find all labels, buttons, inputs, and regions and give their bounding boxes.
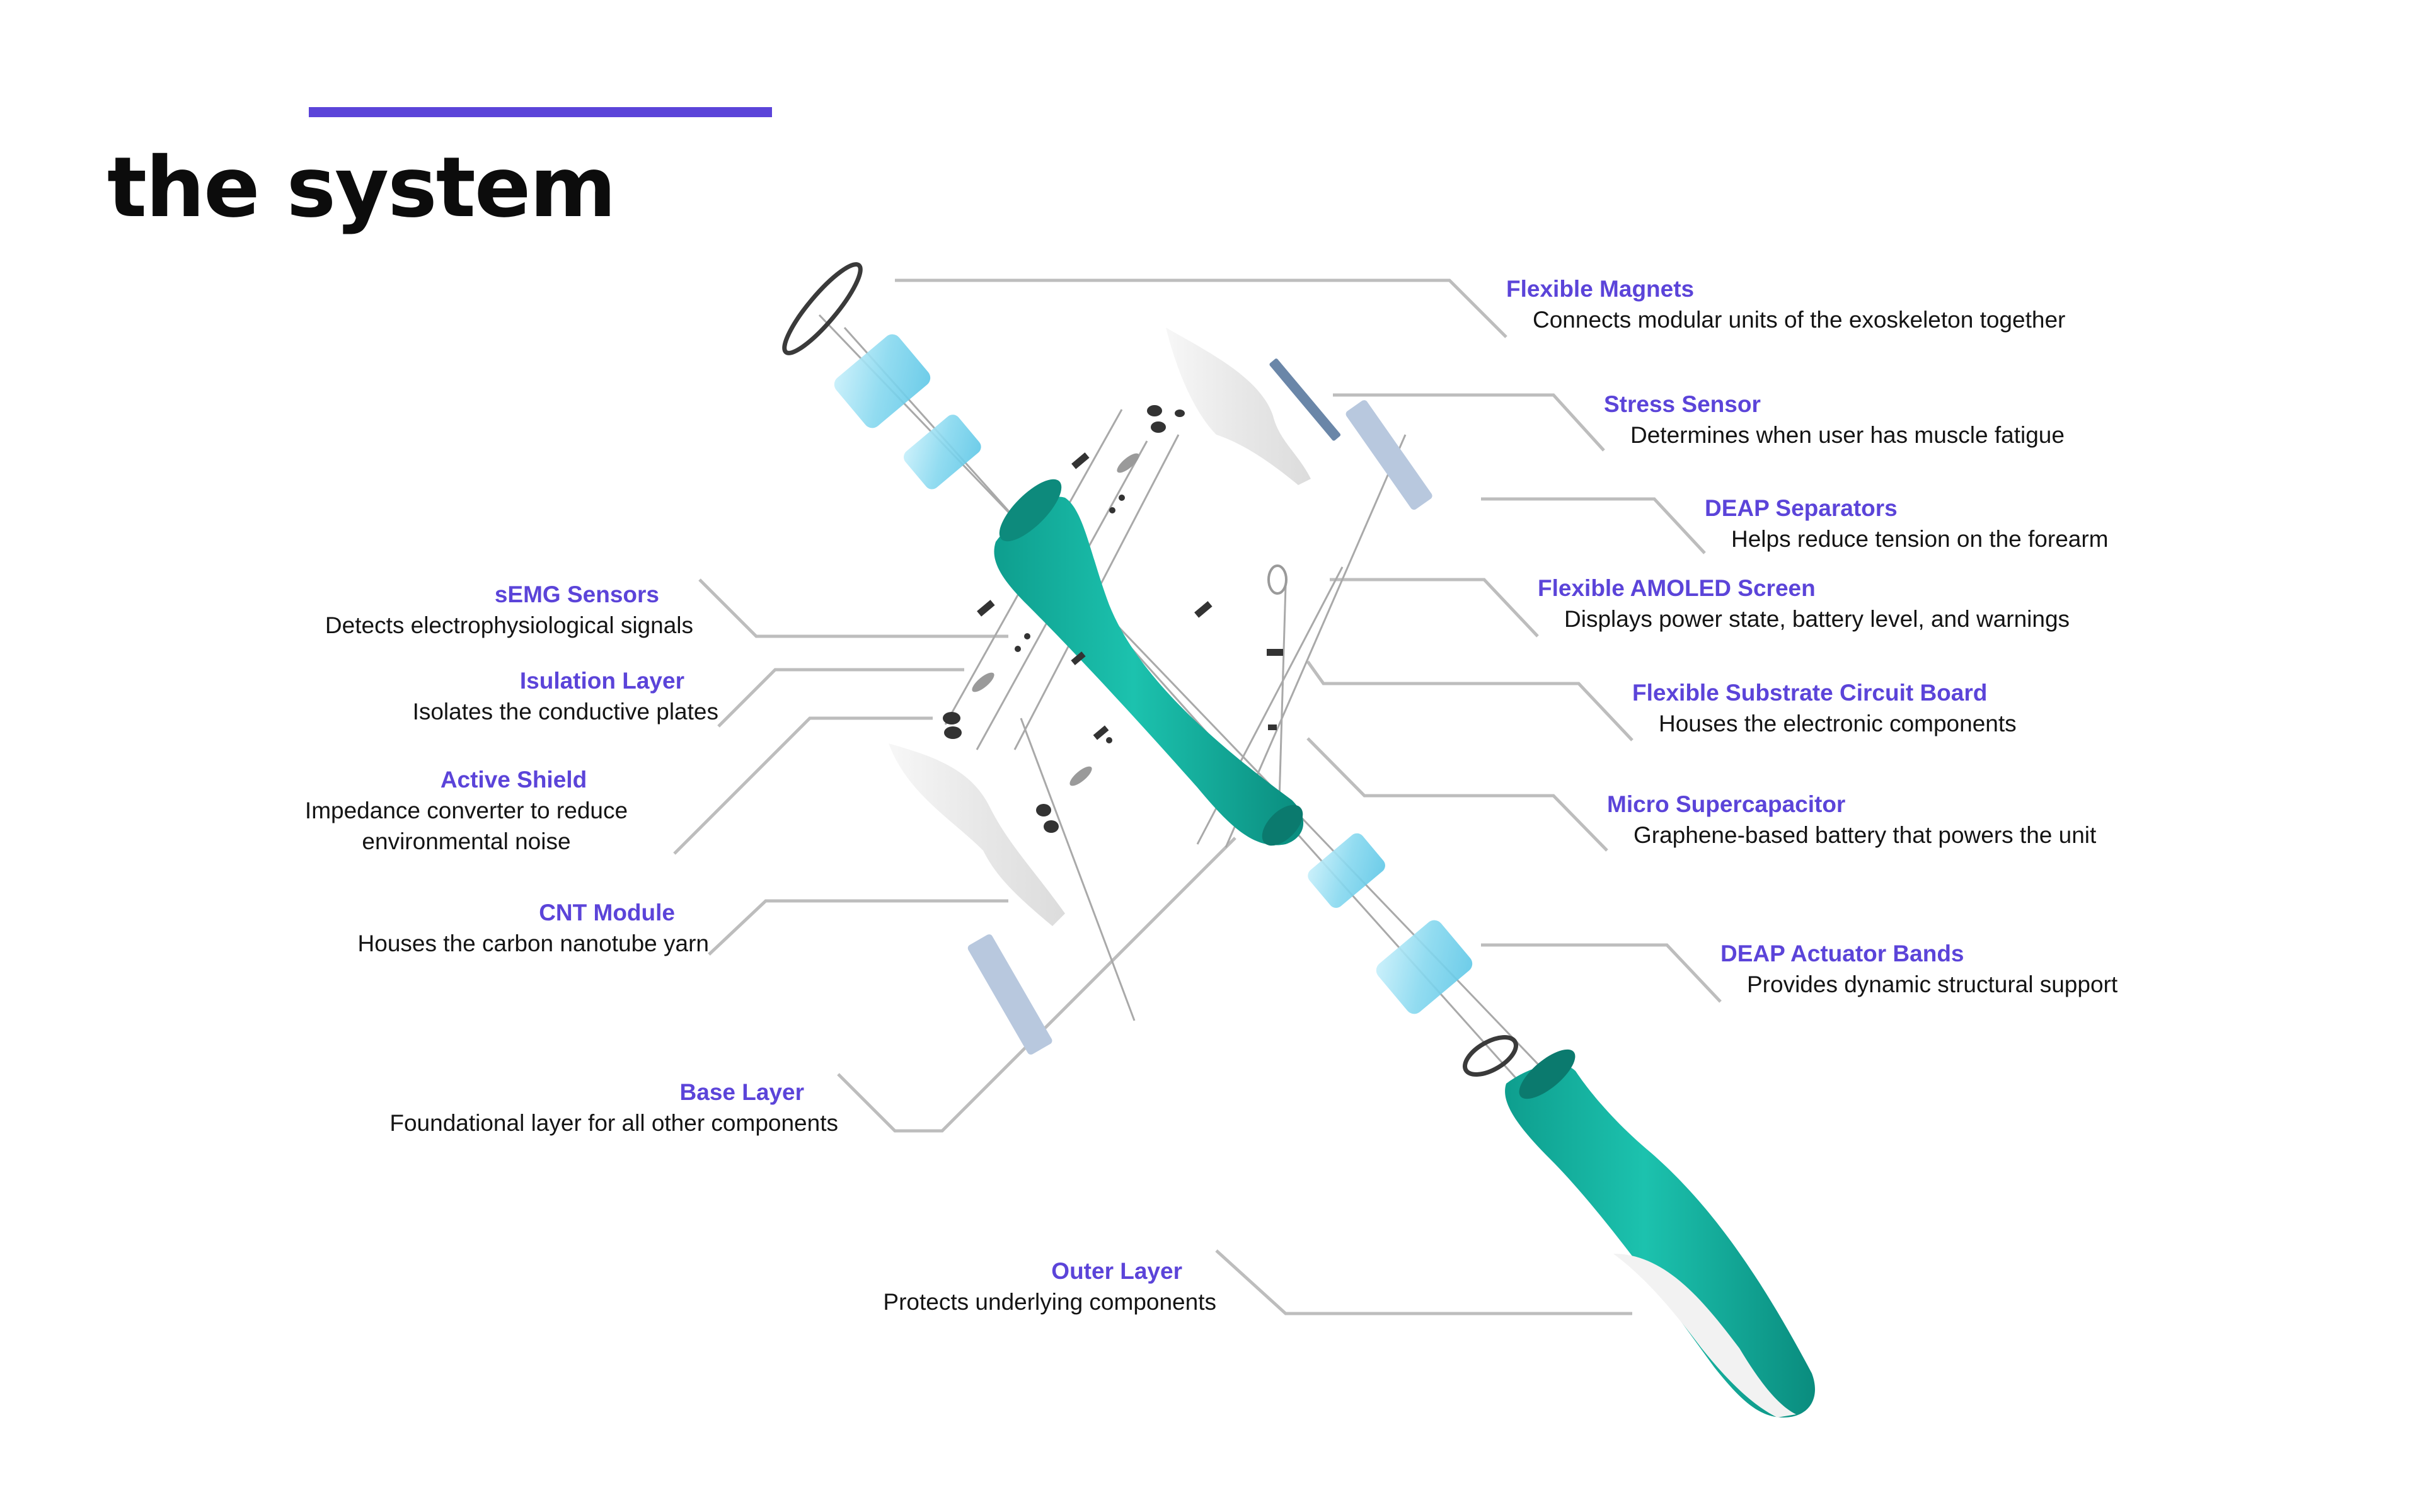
leader-flexible-magnets bbox=[895, 278, 1507, 338]
base-layer-opening-top bbox=[999, 479, 1062, 542]
base-layer-sleeve bbox=[994, 496, 1304, 845]
component-name: DEAP Separators bbox=[1705, 495, 1898, 521]
grey-connectors bbox=[972, 453, 1139, 786]
label-flexible-substrate-circuit-board: Flexible Substrate Circuit Board Houses … bbox=[1632, 678, 2325, 739]
label-deap-actuator-bands: DEAP Actuator Bands Provides dynamic str… bbox=[1720, 939, 2414, 1000]
component-name: Active Shield bbox=[440, 767, 587, 793]
leader-semg-sensors bbox=[698, 578, 1008, 638]
component-description: Isolates the conductive plates bbox=[412, 699, 718, 724]
leader-outer-layer bbox=[1215, 1249, 1632, 1315]
component-name: sEMG Sensors bbox=[494, 581, 659, 607]
label-flexible-magnets: Flexible Magnets Connects modular units … bbox=[1506, 274, 2199, 335]
actuator-band-1 bbox=[834, 334, 931, 428]
label-active-shield: Active Shield Impedance converter to red… bbox=[290, 765, 643, 857]
component-description: Houses the electronic components bbox=[1659, 711, 2017, 736]
page-title: the system bbox=[107, 139, 616, 236]
leader-base-layer bbox=[837, 837, 1236, 1133]
component-name: Base Layer bbox=[679, 1079, 804, 1105]
component-description: Provides dynamic structural support bbox=[1747, 971, 2118, 997]
component-name: CNT Module bbox=[539, 900, 675, 925]
leader-micro-supercapacitor bbox=[1306, 737, 1608, 852]
leader-flexible-substrate-circuit-board bbox=[1306, 660, 1634, 742]
magnet-ring-bottom bbox=[1463, 1035, 1518, 1077]
component-description: Helps reduce tension on the forearm bbox=[1731, 526, 2109, 552]
actuator-band-2 bbox=[903, 415, 981, 490]
component-description: Impedance converter to reduce environmen… bbox=[304, 798, 628, 854]
outer-layer-white-stripe bbox=[1613, 1254, 1796, 1418]
separator-plate-top bbox=[1345, 400, 1432, 510]
magnet-ring-top bbox=[782, 262, 863, 355]
component-name: Isulation Layer bbox=[519, 668, 684, 694]
label-outer-layer: Outer Layer Protects underlying componen… bbox=[0, 1256, 1216, 1317]
component-description: Foundational layer for all other compone… bbox=[389, 1110, 838, 1136]
label-isulation-layer: Isulation Layer Isolates the conductive … bbox=[0, 666, 718, 727]
component-description: Protects underlying components bbox=[883, 1289, 1216, 1315]
component-name: DEAP Actuator Bands bbox=[1720, 941, 1964, 966]
component-name: Stress Sensor bbox=[1604, 391, 1761, 417]
label-base-layer: Base Layer Foundational layer for all ot… bbox=[0, 1077, 838, 1138]
leader-cnt-module bbox=[708, 899, 1008, 956]
component-name: Micro Supercapacitor bbox=[1607, 791, 1846, 817]
label-flexible-amoled-screen: Flexible AMOLED Screen Displays power st… bbox=[1538, 573, 2231, 634]
component-description: Connects modular units of the exoskeleto… bbox=[1533, 307, 2066, 333]
component-name: Flexible Substrate Circuit Board bbox=[1632, 680, 1988, 706]
label-deap-separators: DEAP Separators Helps reduce tension on … bbox=[1705, 493, 2398, 554]
electronic-components bbox=[943, 405, 1283, 833]
leader-deap-separators bbox=[1481, 497, 1706, 554]
stress-sensor-strip bbox=[1269, 358, 1341, 441]
component-name: Flexible AMOLED Screen bbox=[1538, 575, 1816, 601]
cnt-module-top bbox=[1166, 328, 1311, 485]
label-cnt-module: CNT Module Houses the carbon nanotube ya… bbox=[0, 898, 709, 959]
component-description: Detects electrophysiological signals bbox=[325, 612, 693, 638]
cnt-module-bottom bbox=[889, 743, 1065, 926]
component-description: Displays power state, battery level, and… bbox=[1564, 606, 2070, 632]
leader-isulation-layer bbox=[717, 668, 964, 728]
component-name: Flexible Magnets bbox=[1506, 276, 1695, 302]
separator-plate-bottom bbox=[967, 934, 1052, 1055]
leader-stress-sensor bbox=[1333, 393, 1605, 452]
component-description: Determines when user has muscle fatigue bbox=[1630, 422, 2065, 448]
base-layer-opening-bottom bbox=[1262, 805, 1303, 846]
label-stress-sensor: Stress Sensor Determines when user has m… bbox=[1604, 389, 2297, 450]
label-semg-sensors: sEMG Sensors Detects electrophysiologica… bbox=[0, 580, 693, 641]
leader-active-shield bbox=[673, 716, 933, 855]
title-accent-bar bbox=[309, 107, 772, 117]
amoled-screen bbox=[1267, 564, 1288, 595]
leader-deap-actuator-bands bbox=[1481, 943, 1722, 1003]
outer-layer-opening bbox=[1519, 1049, 1576, 1099]
leader-lines bbox=[673, 278, 1722, 1315]
outer-layer-sleeve bbox=[1505, 1064, 1815, 1418]
label-micro-supercapacitor: Micro Supercapacitor Graphene-based batt… bbox=[1607, 789, 2300, 850]
component-description: Houses the carbon nanotube yarn bbox=[357, 931, 709, 956]
component-name: Outer Layer bbox=[1051, 1258, 1182, 1284]
actuator-band-4 bbox=[1376, 920, 1473, 1014]
component-description: Graphene-based battery that powers the u… bbox=[1634, 822, 2097, 848]
actuator-band-3 bbox=[1308, 833, 1385, 908]
leader-flexible-amoled-screen bbox=[1330, 578, 1539, 638]
